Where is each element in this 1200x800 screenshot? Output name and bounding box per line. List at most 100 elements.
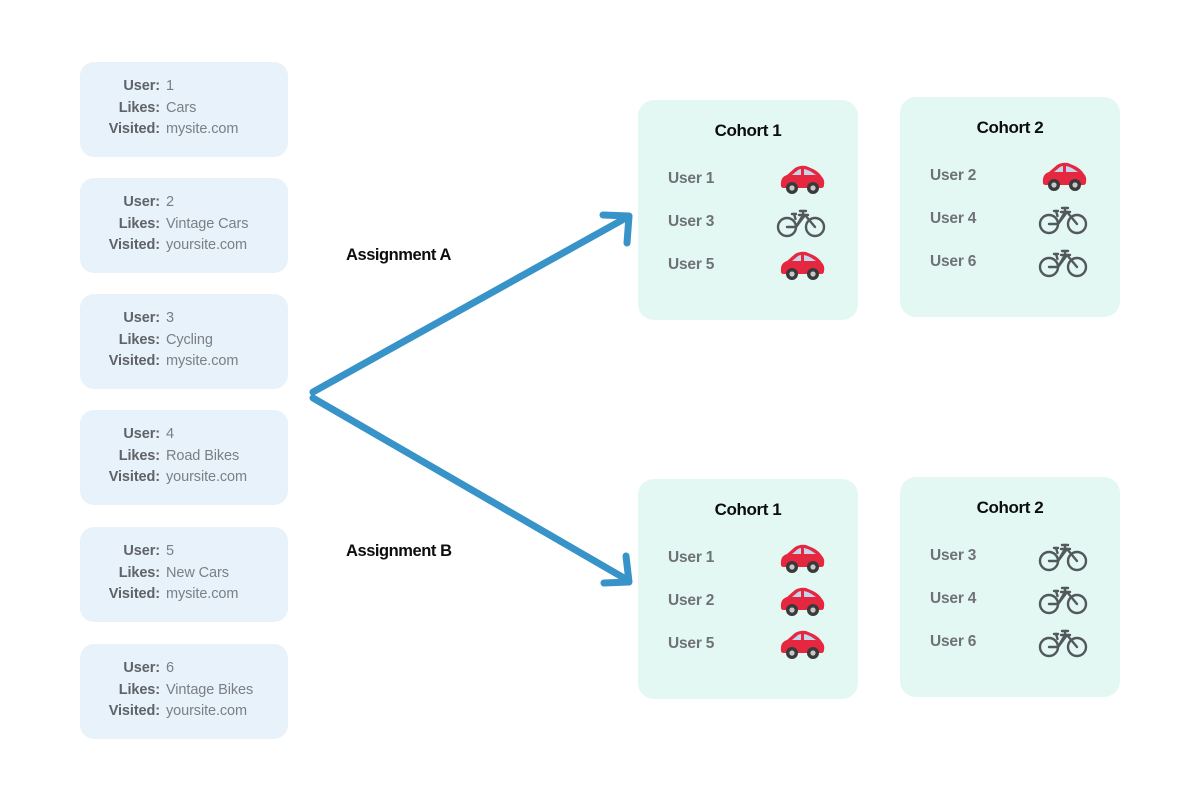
likes-value: Road Bikes bbox=[166, 447, 240, 464]
visited-label: Visited: bbox=[108, 237, 160, 253]
assignment-b-label: Assignment B bbox=[346, 542, 452, 560]
cohort-member-row: User 1 bbox=[668, 157, 830, 200]
cohort-member-row: User 2 bbox=[668, 579, 830, 622]
car-icon bbox=[772, 625, 830, 663]
likes-label: Likes: bbox=[118, 215, 160, 232]
cohort-member-name: User 1 bbox=[668, 548, 715, 566]
user-card-row-likes: Likes: Cycling bbox=[88, 330, 268, 352]
user-card[interactable]: User: 1 Likes: Cars Visited: mysite.com bbox=[80, 62, 288, 157]
cohort-member-name: User 1 bbox=[668, 169, 715, 187]
user-card-row-likes: Likes: Vintage Bikes bbox=[88, 680, 268, 702]
cohort-box[interactable]: Cohort 2 User 3 bbox=[900, 477, 1120, 697]
cohort-box[interactable]: Cohort 1 User 1 User 2 bbox=[638, 479, 858, 699]
cohort-box[interactable]: Cohort 2 User 2 User 4 bbox=[900, 97, 1120, 317]
user-card-row-likes: Likes: Cars bbox=[88, 98, 268, 120]
bicycle-icon bbox=[1034, 623, 1092, 661]
cohort-member-row: User 6 bbox=[930, 240, 1092, 283]
user-card[interactable]: User: 4 Likes: Road Bikes Visited: yours… bbox=[80, 410, 288, 505]
likes-label: Likes: bbox=[118, 681, 160, 698]
likes-value: Vintage Bikes bbox=[166, 681, 254, 698]
likes-value: Vintage Cars bbox=[166, 215, 249, 232]
user-card-row-user: User: 6 bbox=[88, 658, 268, 680]
likes-value: Cycling bbox=[166, 331, 213, 348]
car-icon bbox=[772, 246, 830, 284]
likes-value: Cars bbox=[166, 99, 197, 116]
user-card-row-likes: Likes: Road Bikes bbox=[88, 446, 268, 468]
likes-label: Likes: bbox=[118, 564, 160, 581]
user-value: 5 bbox=[166, 543, 174, 559]
cohort-member-list: User 3 bbox=[900, 534, 1120, 663]
user-card-row-likes: Likes: Vintage Cars bbox=[88, 214, 268, 236]
likes-label: Likes: bbox=[118, 331, 160, 348]
visited-label: Visited: bbox=[108, 586, 160, 602]
visited-value: yoursite.com bbox=[166, 703, 247, 719]
user-card-row-user: User: 2 bbox=[88, 192, 268, 214]
car-icon bbox=[772, 539, 830, 577]
assignment-a-arrow-head bbox=[599, 211, 633, 247]
visited-value: yoursite.com bbox=[166, 469, 247, 485]
user-card-row-visited: Visited: mysite.com bbox=[88, 351, 268, 373]
likes-label: Likes: bbox=[118, 447, 160, 464]
visited-label: Visited: bbox=[108, 121, 160, 137]
user-label: User: bbox=[123, 660, 160, 676]
cohort-title: Cohort 1 bbox=[714, 121, 782, 140]
user-value: 4 bbox=[166, 426, 174, 442]
user-card-row-likes: Likes: New Cars bbox=[88, 563, 268, 585]
likes-label: Likes: bbox=[118, 99, 160, 116]
bicycle-icon bbox=[1034, 537, 1092, 575]
assignment-a-label: Assignment A bbox=[346, 246, 451, 264]
likes-value: New Cars bbox=[166, 564, 229, 581]
user-label: User: bbox=[123, 194, 160, 210]
user-card[interactable]: User: 5 Likes: New Cars Visited: mysite.… bbox=[80, 527, 288, 622]
user-value: 2 bbox=[166, 194, 174, 210]
user-card-row-user: User: 3 bbox=[88, 308, 268, 330]
visited-value: mysite.com bbox=[166, 121, 239, 137]
user-label: User: bbox=[123, 310, 160, 326]
user-label: User: bbox=[123, 543, 160, 559]
user-card-row-user: User: 1 bbox=[88, 76, 268, 98]
cohort-title: Cohort 1 bbox=[714, 500, 782, 519]
car-icon bbox=[1034, 157, 1092, 195]
cohort-member-list: User 1 User 2 bbox=[638, 536, 858, 665]
car-icon bbox=[772, 160, 830, 198]
user-card-row-user: User: 4 bbox=[88, 424, 268, 446]
cohort-member-row: User 6 bbox=[930, 620, 1092, 663]
user-value: 1 bbox=[166, 78, 174, 94]
cohort-member-row: User 5 bbox=[668, 243, 830, 286]
assignment-b-arrow-head bbox=[600, 552, 633, 587]
user-card[interactable]: User: 3 Likes: Cycling Visited: mysite.c… bbox=[80, 294, 288, 389]
visited-label: Visited: bbox=[108, 353, 160, 369]
user-card[interactable]: User: 2 Likes: Vintage Cars Visited: you… bbox=[80, 178, 288, 273]
cohort-member-row: User 3 bbox=[668, 200, 830, 243]
cohort-member-name: User 5 bbox=[668, 255, 715, 273]
user-value: 3 bbox=[166, 310, 174, 326]
cohort-member-list: User 2 User 4 bbox=[900, 154, 1120, 283]
bicycle-icon bbox=[1034, 580, 1092, 618]
user-value: 6 bbox=[166, 660, 174, 676]
cohort-member-row: User 5 bbox=[668, 622, 830, 665]
cohort-member-row: User 2 bbox=[930, 154, 1092, 197]
user-card[interactable]: User: 6 Likes: Vintage Bikes Visited: yo… bbox=[80, 644, 288, 739]
cohort-member-list: User 1 User 3 bbox=[638, 157, 858, 286]
car-icon bbox=[772, 582, 830, 620]
user-card-row-visited: Visited: yoursite.com bbox=[88, 467, 268, 489]
cohort-title: Cohort 2 bbox=[976, 118, 1044, 137]
cohort-member-row: User 4 bbox=[930, 577, 1092, 620]
bicycle-icon bbox=[772, 203, 830, 241]
user-card-row-user: User: 5 bbox=[88, 541, 268, 563]
cohort-member-row: User 3 bbox=[930, 534, 1092, 577]
cohort-box[interactable]: Cohort 1 User 1 User 3 bbox=[638, 100, 858, 320]
cohort-member-name: User 4 bbox=[930, 589, 977, 607]
visited-value: mysite.com bbox=[166, 586, 239, 602]
assignment-a-arrow-line bbox=[309, 215, 628, 396]
cohort-member-name: User 5 bbox=[668, 634, 715, 652]
cohort-member-name: User 3 bbox=[930, 546, 977, 564]
cohort-member-name: User 6 bbox=[930, 632, 977, 650]
cohort-member-name: User 3 bbox=[668, 212, 715, 230]
cohort-member-row: User 4 bbox=[930, 197, 1092, 240]
user-card-row-visited: Visited: yoursite.com bbox=[88, 235, 268, 257]
user-card-row-visited: Visited: mysite.com bbox=[88, 119, 268, 141]
user-card-row-visited: Visited: mysite.com bbox=[88, 584, 268, 606]
bicycle-icon bbox=[1034, 200, 1092, 238]
